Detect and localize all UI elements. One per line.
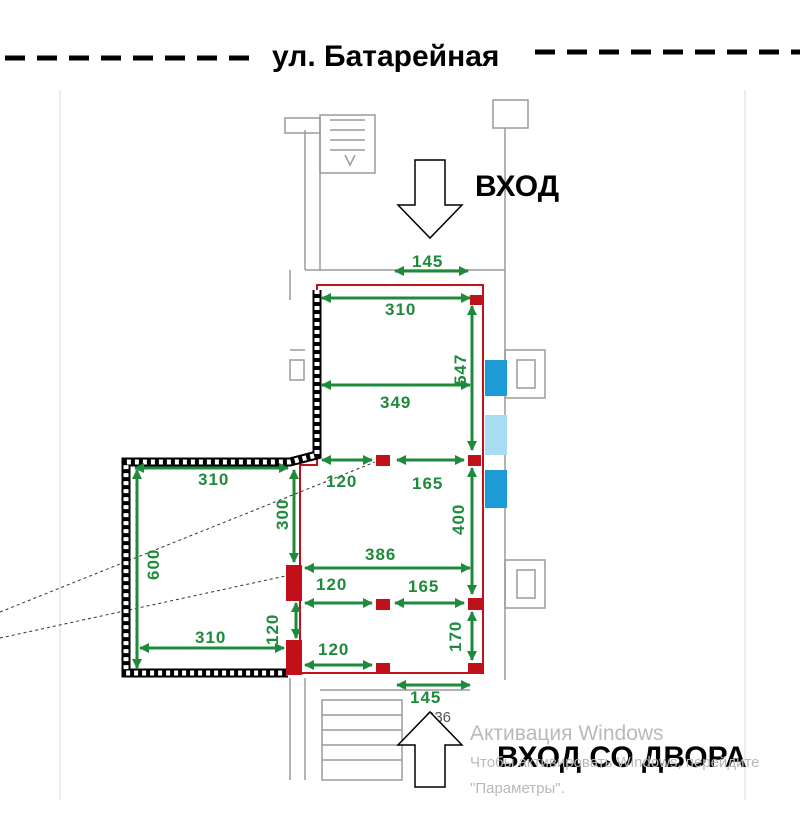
column [470,295,482,305]
column [286,565,302,601]
dim-center-386: 386 [365,545,396,564]
entrance-arrow-down [396,159,464,240]
column [376,663,390,674]
dim-inner-165-b: 165 [408,577,439,596]
column [376,599,390,610]
dim-bottom-120: 120 [318,640,349,659]
column [376,455,390,466]
entrance-arrow-up [396,710,464,788]
hatched-walls [121,290,322,678]
dimension-arrows [131,265,478,691]
window [485,415,507,455]
dim-east-height-mid: 400 [449,504,468,535]
dim-top-door: 145 [412,252,443,271]
dim-inner-165-a: 165 [412,474,443,493]
street-name: ул. Батарейная [272,40,499,73]
column [468,598,482,610]
entrance-yard-label: ВХОД СО ДВОРА [497,741,747,774]
windows [485,360,507,508]
dim-inner-120-b: 120 [316,575,347,594]
dim-bottom-door: 145 [410,688,441,707]
dim-side-120: 120 [263,614,282,645]
entrance-main-label: ВХОД [475,170,559,203]
building-outline [59,90,746,800]
dim-north-width: 310 [385,300,416,319]
activation-watermark: Активация Windows Чтобы активировать Win… [470,722,760,797]
dim-west-width-bottom: 310 [195,628,226,647]
dim-inner-300: 300 [273,499,292,530]
window [485,470,507,508]
watermark-title: Активация Windows [470,722,664,745]
dim-inner-120-a: 120 [326,472,357,491]
sight-lines [0,461,376,639]
column [468,663,482,674]
dimension-labels: 145 310 547 349 120 165 310 300 400 600 … [144,252,470,726]
column [286,640,302,675]
columns [286,295,482,675]
dim-east-height-top: 547 [451,354,470,385]
column [468,455,481,466]
street-line [5,49,800,61]
dim-west-600: 600 [144,549,163,580]
dim-west-width-top: 310 [198,470,229,489]
dim-east-170: 170 [446,621,465,652]
dim-mid-width: 349 [380,393,411,412]
window [485,360,507,396]
watermark-line3: "Параметры". [470,780,565,797]
watermark-line2: Чтобы активировать Windows, перейдите [470,754,760,771]
